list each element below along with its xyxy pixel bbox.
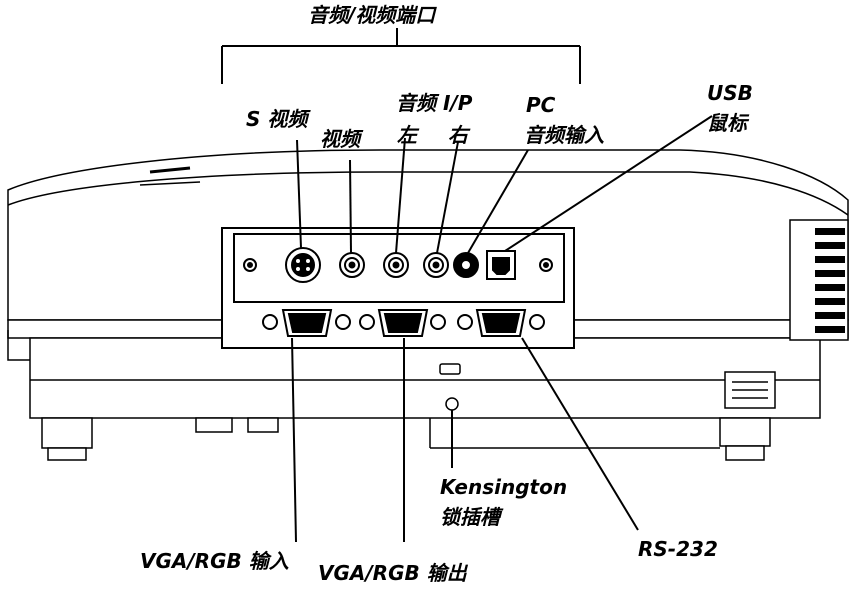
s-video-port xyxy=(285,247,321,283)
av-ports-label: 音频/视频端口 xyxy=(308,3,436,27)
pc-label: PC xyxy=(526,93,556,117)
audio-right-port xyxy=(423,252,449,278)
rs232-port xyxy=(457,309,545,337)
av-bracket xyxy=(221,28,581,84)
vga-out-label: VGA/RGB 输出 xyxy=(318,561,467,585)
s-video-label: S 视频 xyxy=(246,107,308,131)
vga-in-label: VGA/RGB 输入 xyxy=(140,549,289,573)
audio-right-label: 右 xyxy=(448,123,468,147)
usb-label: USB xyxy=(707,81,753,105)
audio-left-port xyxy=(383,252,409,278)
usb-port xyxy=(486,250,516,280)
usb-mouse-label: 鼠标 xyxy=(707,111,747,135)
audio-left-label: 左 xyxy=(397,123,417,147)
kensington-slot-label: 锁插槽 xyxy=(440,505,500,529)
vga-out-port xyxy=(359,309,446,337)
leader-lines xyxy=(291,115,713,543)
kensington-label: Kensington xyxy=(440,475,568,499)
audio-ip-label: 音频 I/P xyxy=(396,91,473,115)
vga-in-port xyxy=(262,309,351,337)
rs232-label: RS-232 xyxy=(638,537,718,561)
pc-audio-in-port xyxy=(453,252,479,278)
video-label: 视频 xyxy=(320,127,360,151)
video-port xyxy=(339,252,365,278)
pc-audio-in-label: 音频输入 xyxy=(524,123,604,147)
